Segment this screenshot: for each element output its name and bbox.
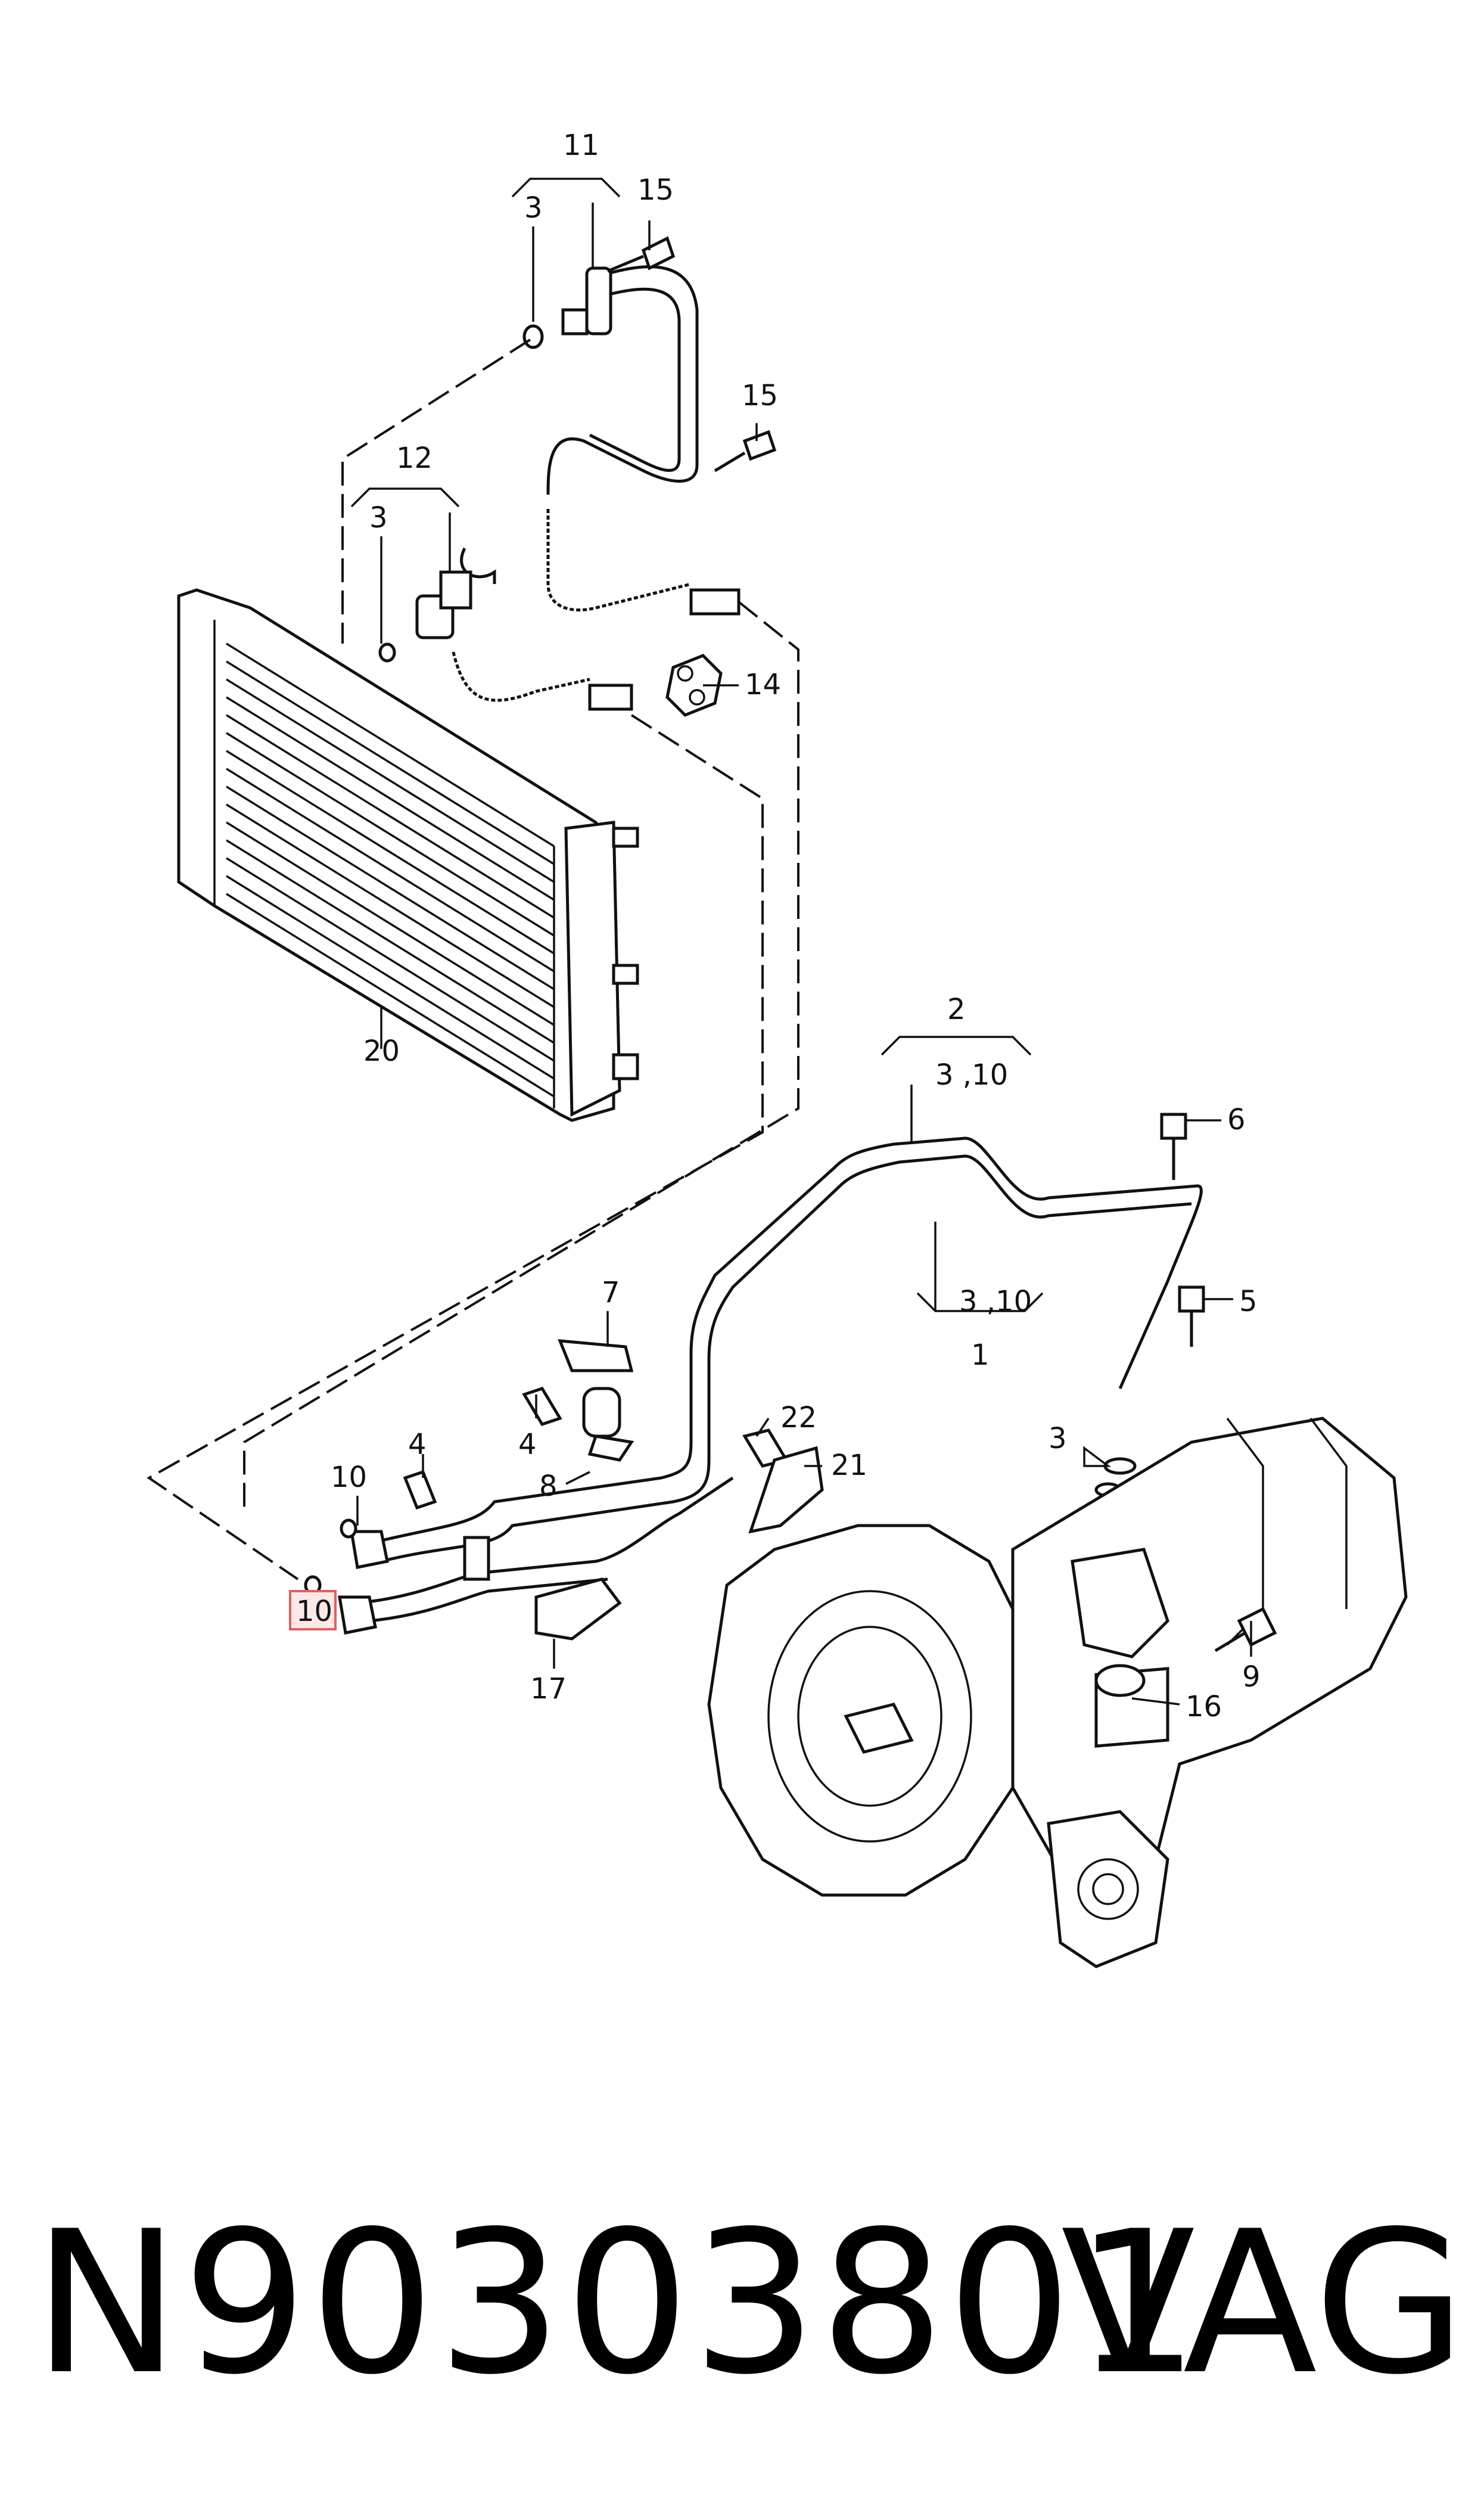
callout-3-10-bottom: 3 ,10 [959, 1285, 1032, 1318]
assembly-dash-lines [147, 338, 799, 1580]
hose-section-dotted [444, 507, 741, 711]
callout-14: 14 [745, 668, 781, 701]
transmission-cooler-lines [304, 1136, 1203, 1635]
callout-labels: 11 3 15 15 12 3 14 20 2 3 ,10 6 5 3 ,10 … [289, 129, 1261, 1723]
bolt-9 [1214, 1607, 1277, 1653]
bracket-17 [534, 1577, 622, 1641]
transmission-housing [707, 1417, 1408, 1968]
callout-10-a: 10 [331, 1461, 367, 1494]
callout-4-b: 4 [518, 1428, 537, 1461]
upper-cooler-line-11 [522, 265, 699, 495]
bolt-4-a [403, 1470, 437, 1510]
bolt-4-b [522, 1386, 562, 1427]
callout-17: 17 [530, 1672, 567, 1706]
callout-1: 1 [971, 1338, 990, 1372]
callout-15-top: 15 [637, 173, 674, 207]
callout-12: 12 [396, 442, 433, 475]
radiator-fins [226, 642, 555, 1098]
bracket-14 [665, 654, 723, 717]
callout-21: 21 [831, 1449, 867, 1482]
callout-5: 5 [1239, 1285, 1258, 1318]
bolt-15-mid [714, 430, 777, 473]
callout-3-low: 3 [1049, 1422, 1067, 1455]
callout-3-10-top: 3 ,10 [935, 1058, 1008, 1092]
exploded-parts-diagram: 11 3 15 15 12 3 14 20 2 3 ,10 6 5 3 ,10 … [147, 129, 1408, 1968]
callout-11: 11 [563, 129, 599, 162]
part-number-text: N90303801 [33, 2189, 1202, 2418]
brand-text: VAG [1060, 2189, 1466, 2418]
callout-15-mid: 15 [742, 379, 778, 412]
callout-10-highlighted: 10 [289, 1590, 337, 1630]
bolt-5 [1178, 1285, 1205, 1347]
clip-7-8 [558, 1339, 634, 1462]
callout-7: 7 [602, 1276, 620, 1309]
callout-8: 8 [539, 1470, 558, 1503]
bracket-21 [748, 1446, 824, 1534]
callout-22: 22 [780, 1401, 817, 1434]
bolt-15-top [607, 236, 676, 273]
callout-3-mid: 3 [369, 501, 388, 535]
callout-3-top: 3 [524, 191, 543, 225]
upper-cooler-line-12 [378, 547, 496, 663]
callout-6: 6 [1227, 1103, 1246, 1136]
callout-2: 2 [947, 993, 966, 1026]
callout-20: 20 [363, 1035, 400, 1068]
bolt-6 [1160, 1113, 1187, 1180]
callout-9: 9 [1242, 1660, 1261, 1694]
svg-text:10: 10 [296, 1595, 332, 1628]
callout-16: 16 [1186, 1690, 1222, 1723]
oil-cooler-radiator [177, 588, 639, 1122]
callout-4-a: 4 [408, 1428, 427, 1461]
callout-leaders [350, 178, 1252, 1706]
